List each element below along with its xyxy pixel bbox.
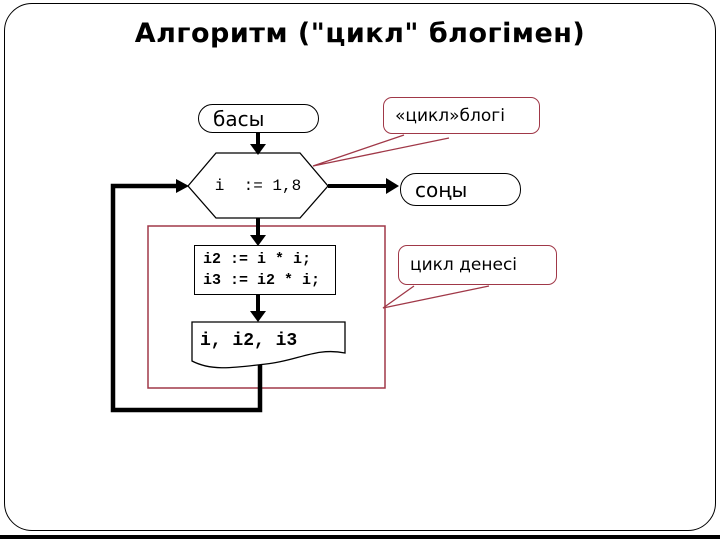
output-document-shape <box>191 321 346 369</box>
callout-loop-body-label: цикл денесі <box>410 255 518 275</box>
callout-loop-block-tail <box>312 134 450 167</box>
callout-loop-block-label: «цикл»блогі <box>395 105 505 126</box>
page-title: Алгоритм ("цикл" блогімен) <box>134 18 586 49</box>
end-terminator: соңы <box>400 173 521 206</box>
slide-border <box>4 3 716 531</box>
arrow-loop-to-end-head <box>386 178 399 194</box>
start-terminator: басы <box>198 104 319 133</box>
callout-loop-block: «цикл»блогі <box>383 97 540 134</box>
process-line-2: i3 := i2 * i; <box>203 272 321 289</box>
callout-loop-body-tail <box>382 285 490 309</box>
end-label: соңы <box>415 177 468 202</box>
loop-back-line <box>110 183 263 413</box>
output-text: i, i2, i3 <box>200 331 298 351</box>
arrow-start-to-loop-head <box>250 144 266 155</box>
arrow-loop-to-process-head <box>250 235 266 246</box>
arrow-process-to-output-head <box>250 311 266 322</box>
start-label: басы <box>213 106 265 131</box>
loop-header-text: i := 1,8 <box>214 176 302 195</box>
callout-loop-body: цикл денесі <box>398 245 557 285</box>
process-line-1: i2 := i * i; <box>203 251 312 268</box>
process-box: i2 := i * i; i3 := i2 * i; <box>194 245 336 295</box>
loop-back-arrowhead <box>176 179 189 193</box>
slide-bottom-edge <box>0 535 720 539</box>
